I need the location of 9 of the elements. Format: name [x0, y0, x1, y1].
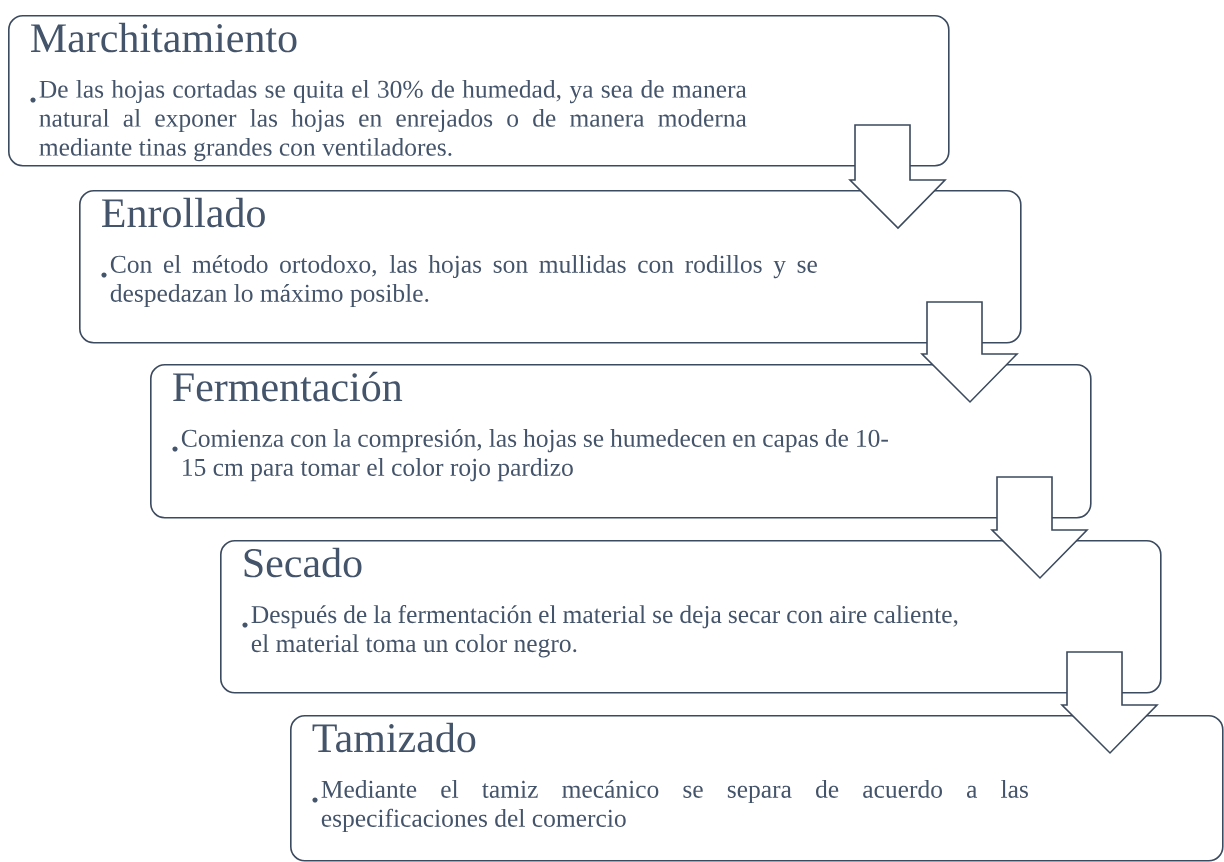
block-arrow	[920, 301, 1019, 404]
block-arrow	[848, 124, 947, 230]
block-arrow	[990, 476, 1089, 580]
process-box: Secado Después de la fermentación el material se deja secar con aire caliente, el material toma un color negro.	[220, 540, 1162, 694]
process-box: Tamizado Mediante el tamiz mecánico se separa de acuerdo a las especificaciones del comercio	[290, 715, 1224, 862]
process-box: Fermentación Comienza con la compresión, las hojas se humedecen en capas de 10-15 cm para tomar el color rojo pardizo	[150, 364, 1092, 519]
block-arrow	[1060, 651, 1159, 755]
process-box: Enrollado Con el método ortodoxo, las hojas son mullidas con rodillos y se despedazan lo máximo posible.	[79, 190, 1022, 344]
process-box: Marchitamiento De las hojas cortadas se quita el 30% de humedad, ya sea de manera natural al exponer las hojas en enrejados o de manera moderna mediante tinas grandes con ventiladores.	[8, 15, 950, 167]
